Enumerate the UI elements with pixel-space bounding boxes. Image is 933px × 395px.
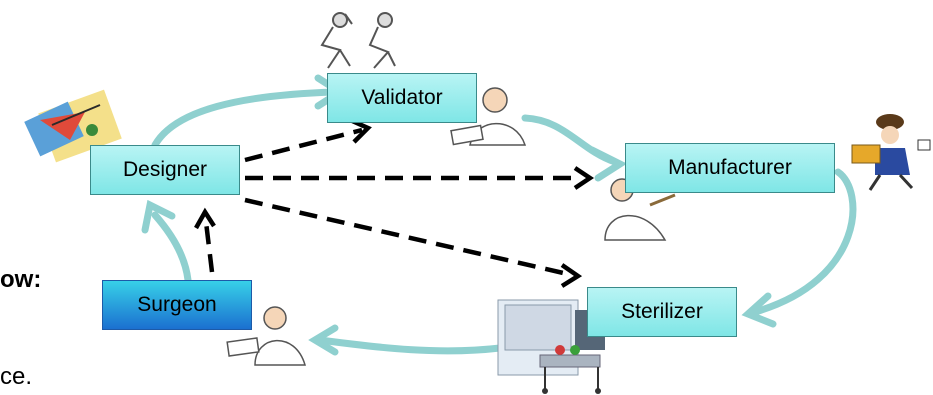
node-validator: Validator [327, 73, 477, 123]
node-sterilizer: Sterilizer [587, 287, 737, 337]
blueprint-art-icon [24, 89, 122, 163]
dashed-surgeon-to-designer [203, 221, 215, 273]
validator-person-icon [450, 87, 527, 146]
arrow-surgeon-to-designer-head [141, 199, 176, 234]
node-manufacturer: Manufacturer [625, 143, 835, 193]
node-surgeon-label: Surgeon [137, 293, 217, 316]
arrow-sterilizer-to-surgeon-head [308, 324, 339, 356]
partial-text-line1: ow: [0, 266, 41, 294]
node-designer-label: Designer [122, 158, 208, 181]
arrow-validator-to-manufacturer-head [588, 146, 628, 182]
arrow-manufacturer-to-sterilizer [751, 168, 857, 316]
node-manufacturer-label: Manufacturer [668, 156, 792, 179]
dashed-head-designer [194, 207, 216, 230]
arrow-designer-to-validator [151, 88, 339, 149]
surgeon-person-icon [226, 306, 306, 366]
dashed-designer-to-validator [244, 127, 363, 163]
partial-text-line2-label: ce. [0, 363, 33, 390]
delivery-man-icon [851, 114, 931, 191]
partial-text-line2: ce. [0, 363, 32, 391]
partial-text-line1-label: ow: [0, 266, 42, 293]
arrow-sterilizer-to-surgeon [316, 336, 504, 355]
dashed-head-manufacturer [573, 166, 595, 190]
node-sterilizer-label: Sterilizer [621, 300, 703, 323]
sterilizer-machine-icon [497, 299, 605, 394]
arrow-surgeon-to-designer [151, 211, 192, 284]
validator-figures-icon [320, 12, 396, 69]
node-designer: Designer [90, 145, 240, 195]
node-surgeon: Surgeon [102, 280, 252, 330]
arrow-manufacturer-to-sterilizer-head [741, 292, 777, 328]
node-validator-label: Validator [361, 86, 443, 109]
dashed-designer-to-sterilizer [244, 197, 573, 278]
dashed-head-sterilizer [560, 263, 583, 288]
